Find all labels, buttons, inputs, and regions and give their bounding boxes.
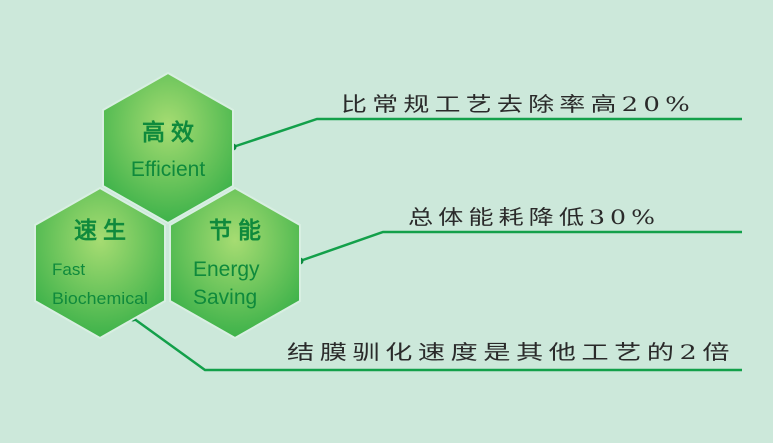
energy-en-line2: Saving <box>193 286 257 309</box>
hexagon-energy-saving: 节能 Energy Saving <box>169 186 301 340</box>
biochemical-cn-label: 速生 <box>74 217 132 244</box>
energy-en-line1: Energy <box>193 258 260 281</box>
efficient-en-label: Efficient <box>131 158 205 181</box>
energy-cn-label: 节能 <box>209 217 267 244</box>
callout-energy-text: 总体能耗降低30% <box>408 205 660 229</box>
efficient-cn-label: 高效 <box>142 119 200 146</box>
hexagon-efficient: 高效 Efficient <box>102 71 234 225</box>
callout-biochemical-text: 结膜驯化速度是其他工艺的2倍 <box>287 340 735 364</box>
callout-efficiency-text: 比常规工艺去除率高20% <box>341 92 695 116</box>
biochemical-en-line1: Fast <box>52 260 85 279</box>
biochemical-en-line2: Biochemical <box>52 289 148 308</box>
hexagon-fast-biochemical: 速生 Fast Biochemical <box>34 186 166 340</box>
connector-efficient <box>229 117 742 151</box>
connector-energy <box>296 230 742 265</box>
